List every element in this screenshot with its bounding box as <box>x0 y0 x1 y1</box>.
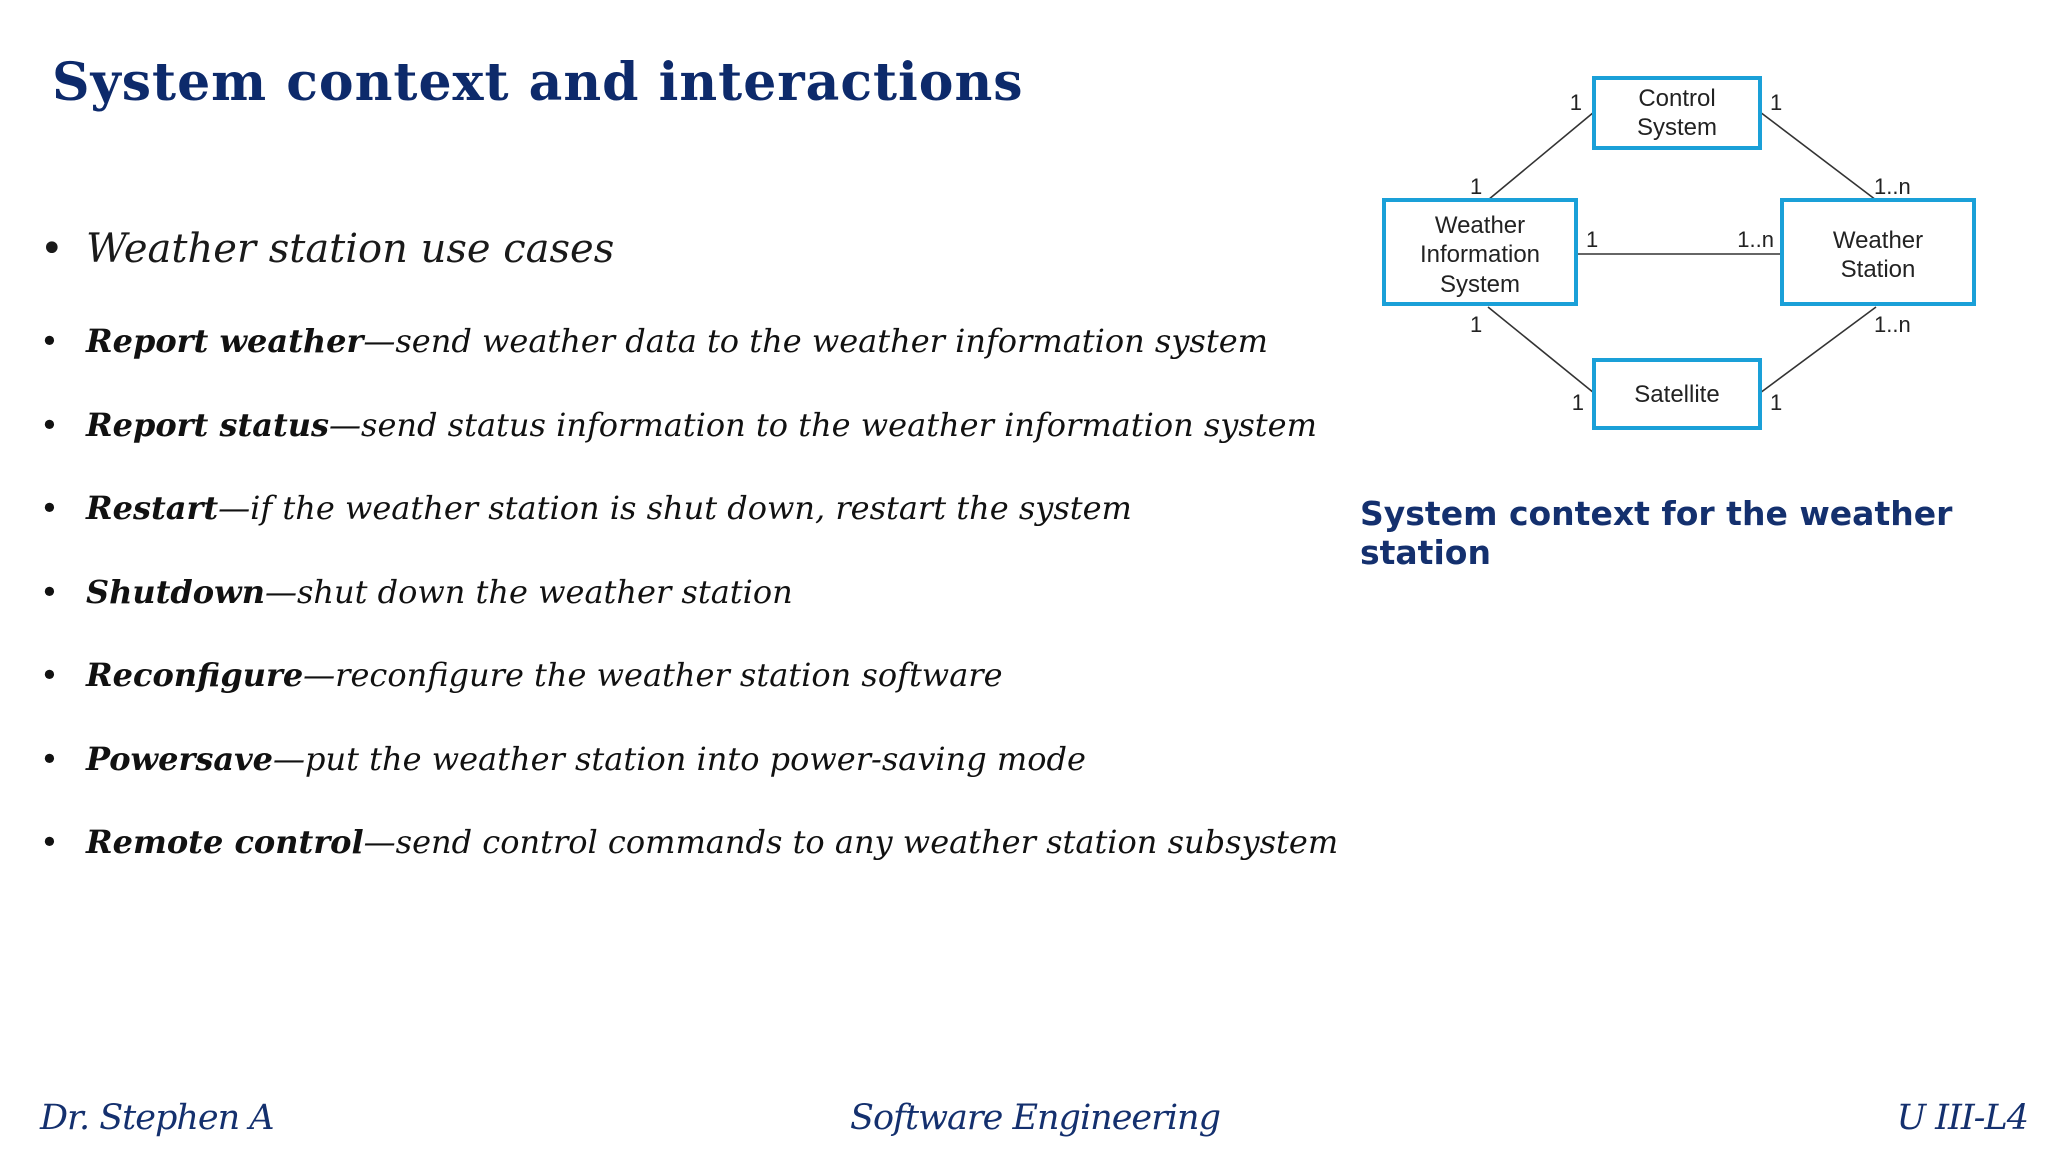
node-label: Information <box>1420 241 1540 268</box>
node-label: Station <box>1841 256 1916 283</box>
multiplicity-label: 1 <box>1570 90 1582 115</box>
node-box <box>1592 358 1762 430</box>
use-case-term: Restart <box>86 489 219 527</box>
slide-title: System context and interactions <box>52 52 1024 113</box>
use-case-desc: —send status information to the weather … <box>329 405 1317 444</box>
list-item: • Powersave—put the weather station into … <box>40 740 1338 824</box>
multiplicity-label: 1 <box>1572 390 1584 415</box>
node-label: Weather <box>1435 212 1525 239</box>
association-lines <box>1487 111 1877 394</box>
bullet-icon: • <box>40 322 59 360</box>
bullet-icon: • <box>40 226 64 272</box>
use-case-desc: —reconfigure the weather station softwar… <box>303 656 1003 694</box>
footer-unit: U III-L4 <box>1896 1098 2029 1138</box>
use-cases-heading-text: Weather station use cases <box>86 226 615 272</box>
use-case-desc: —send weather data to the weather inform… <box>363 322 1268 360</box>
node-label: Weather <box>1833 227 1923 254</box>
use-case-term: Reconfigure <box>86 656 304 694</box>
use-case-desc: —shut down the weather station <box>264 572 793 611</box>
bullet-icon: • <box>40 489 59 527</box>
multiplicity-label: 1 <box>1770 390 1782 415</box>
context-diagram: Control System Weather Information Syste… <box>1382 76 1976 430</box>
bullet-icon: • <box>40 405 59 444</box>
use-case-term: Shutdown <box>86 572 265 611</box>
node-box <box>1592 76 1762 150</box>
multiplicity-label: 1 <box>1470 312 1482 337</box>
bullet-icon: • <box>40 572 59 611</box>
node-weather-station: Weather Station <box>1780 198 1976 306</box>
use-case-desc: —send control commands to any weather st… <box>363 823 1339 861</box>
list-item: • Restart—if the weather station is shut … <box>40 489 1338 573</box>
multiplicity-label: 1 <box>1470 174 1482 199</box>
footer-course: Software Engineering <box>850 1098 1221 1138</box>
multiplicity-label: 1..n <box>1737 227 1774 252</box>
use-case-term: Remote control <box>86 823 364 861</box>
bullet-icon: • <box>40 739 59 778</box>
use-case-desc: —if the weather station is shut down, re… <box>218 489 1132 527</box>
list-item: • Reconfigure—reconfigure the weather sta… <box>40 656 1338 740</box>
footer-author: Dr. Stephen A <box>40 1098 275 1138</box>
bullet-icon: • <box>40 823 59 861</box>
node-satellite: Satellite <box>1592 358 1762 430</box>
use-case-term: Report status <box>86 405 330 444</box>
multiplicity-label: 1 <box>1586 227 1598 252</box>
use-case-term: Report weather <box>86 322 364 360</box>
list-item: • Remote control—send control commands to… <box>40 823 1338 907</box>
use-cases-heading: • Weather station use cases <box>40 226 614 272</box>
use-case-desc: —put the weather station into power-savi… <box>273 739 1086 778</box>
list-item: • Shutdown—shut down the weather station <box>40 573 1338 657</box>
node-box <box>1382 198 1578 306</box>
multiplicity-label: 1..n <box>1874 174 1911 199</box>
node-label: Control <box>1638 85 1715 112</box>
use-case-term: Powersave <box>86 739 274 778</box>
node-label: Satellite <box>1634 381 1719 408</box>
multiplicity-label: 1 <box>1770 90 1782 115</box>
link-wis-satellite <box>1487 306 1595 394</box>
node-label: System <box>1440 271 1520 298</box>
list-item: • Report weather—send weather data to the… <box>40 322 1338 406</box>
node-control: Control System <box>1592 76 1762 150</box>
diagram-caption: System context for the weather station <box>1360 494 1953 572</box>
node-box <box>1780 198 1976 306</box>
use-case-list: • Report weather—send weather data to the… <box>40 322 1338 907</box>
multiplicity-labels: 1 1 1 1..n 1 1..n 1 1 1..n 1 <box>1470 90 1911 415</box>
multiplicity-label: 1..n <box>1874 312 1911 337</box>
link-station-satellite <box>1759 306 1877 394</box>
node-weather-information-system: Weather Information System <box>1382 198 1578 306</box>
bullet-icon: • <box>40 656 59 694</box>
node-label: System <box>1637 114 1717 141</box>
link-control-station <box>1759 111 1877 201</box>
link-control-wis <box>1487 111 1595 201</box>
list-item: • Report status—send status information t… <box>40 406 1338 490</box>
